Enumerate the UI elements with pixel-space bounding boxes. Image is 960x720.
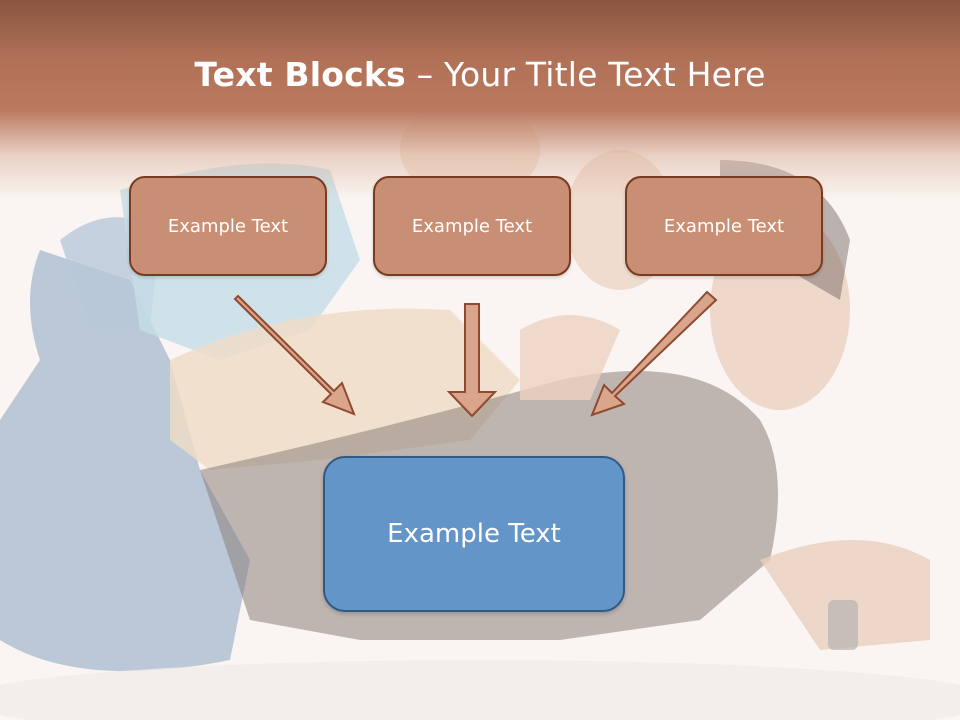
text-box-1-label: Example Text — [167, 215, 289, 237]
main-text-box[interactable]: Example Text — [323, 456, 625, 612]
title-band — [0, 0, 960, 200]
title-bold-text: Text Blocks — [194, 55, 406, 94]
text-box-3-label: Example Text — [663, 215, 785, 237]
right-arrow — [590, 290, 718, 417]
text-box-3[interactable]: Example Text — [625, 176, 823, 276]
slide-title[interactable]: Text Blocks – Your Title Text Here — [0, 55, 960, 94]
text-box-2-label: Example Text — [411, 215, 533, 237]
text-box-1[interactable]: Example Text — [129, 176, 327, 276]
left-arrow — [233, 294, 356, 416]
center-arrow — [446, 303, 498, 418]
main-text-box-label: Example Text — [387, 519, 561, 549]
title-rest-text: – Your Title Text Here — [405, 55, 766, 94]
text-box-2[interactable]: Example Text — [373, 176, 571, 276]
